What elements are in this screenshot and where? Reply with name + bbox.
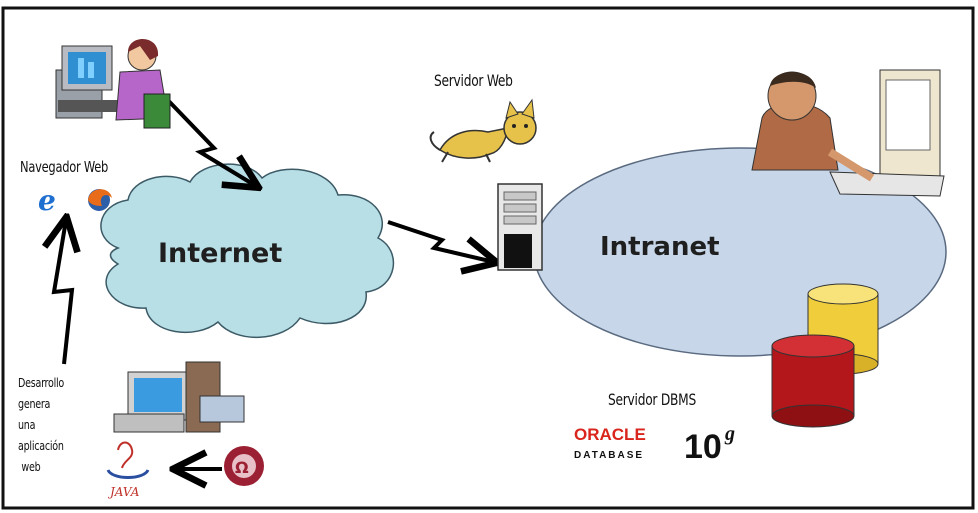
desarrollo-line: web <box>21 459 41 474</box>
dreamweaver-icon: Ω <box>224 446 264 486</box>
oracle-version-sup: g <box>724 423 735 445</box>
navegador-web-label: Navegador Web <box>20 158 109 176</box>
internet-label: Internet <box>158 238 283 269</box>
firefox-icon <box>88 189 112 211</box>
desarrollo-line: Desarrollo <box>18 375 64 390</box>
connector-dev-to-browser <box>54 220 72 365</box>
internet-cloud <box>100 163 395 339</box>
internet-explorer-icon: e <box>38 184 56 217</box>
oracle-version: 10 <box>684 428 722 466</box>
desarrollo-label: Desarrollo genera una aplicación web <box>18 372 103 477</box>
connector-user-to-internet <box>158 90 256 186</box>
tomcat-icon <box>429 98 537 163</box>
server-tower-icon <box>497 183 543 271</box>
svg-text:Ω: Ω <box>235 458 249 477</box>
servidor-web-label: Servidor Web <box>434 71 513 90</box>
java-icon: JAVA <box>106 441 150 499</box>
servidor-dbms-label: Servidor DBMS <box>608 390 696 409</box>
svg-text:e: e <box>38 184 56 217</box>
database-red-icon <box>771 334 855 428</box>
developer-computer-icon <box>113 361 245 433</box>
intranet-label: Intranet <box>600 232 720 262</box>
java-label: JAVA <box>107 485 140 499</box>
intranet-user-icon <box>751 69 945 197</box>
desarrollo-line: una <box>18 417 36 432</box>
connector-internet-to-server <box>387 220 494 262</box>
oracle-database-word: DATABASE <box>574 450 644 461</box>
desarrollo-line: genera <box>18 396 51 411</box>
desarrollo-line: aplicación <box>18 438 64 453</box>
user-computer-icon <box>55 38 171 129</box>
oracle-word: ORACLE <box>574 425 646 444</box>
diagram-border <box>1 6 975 510</box>
oracle-10g-logo: ORACLE DATABASE 10 g <box>574 423 735 466</box>
